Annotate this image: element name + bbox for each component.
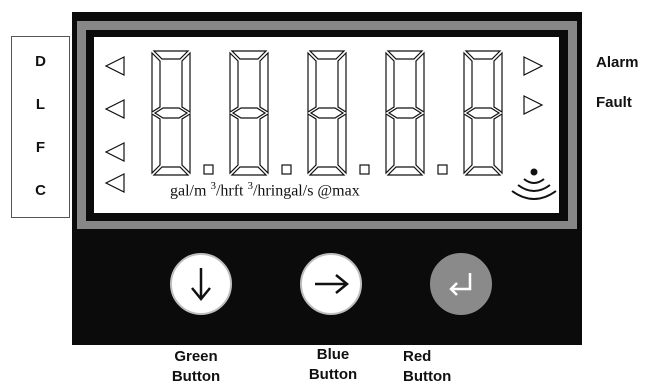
segment-a xyxy=(386,50,424,60)
green-button-label-line2: Button xyxy=(171,368,221,385)
segment-b xyxy=(181,51,191,114)
arrow-down-icon xyxy=(191,268,211,301)
segment-f xyxy=(151,51,161,114)
segment-e xyxy=(463,112,473,175)
segment-b xyxy=(259,51,269,114)
segment-a xyxy=(464,50,502,60)
fault-label: Fault xyxy=(596,94,632,111)
lcd-display xyxy=(94,37,559,213)
indicator-arrow-l-icon xyxy=(104,99,125,119)
segment-b xyxy=(337,51,347,114)
blue-button-label: Blue Button xyxy=(288,345,378,385)
red-button-label: Red Button xyxy=(403,347,493,387)
segment-d xyxy=(152,166,190,176)
blue-button[interactable] xyxy=(300,253,362,315)
segment-a xyxy=(230,50,268,60)
decimal-point xyxy=(203,164,214,175)
green-button[interactable] xyxy=(170,253,232,315)
arrow-right-icon xyxy=(315,274,349,294)
lcd-segments xyxy=(104,50,557,200)
segment-e xyxy=(229,112,239,175)
blue-button-label-line2: Button xyxy=(308,366,358,383)
segment-d xyxy=(308,166,346,176)
red-button-label-line1: Red xyxy=(403,348,432,365)
red-button[interactable] xyxy=(430,253,492,315)
segment-g xyxy=(387,107,423,119)
segment-c xyxy=(181,112,191,175)
alarm-arrow-icon xyxy=(523,56,544,76)
segment-f xyxy=(229,51,239,114)
indicator-label-c: C xyxy=(35,182,46,199)
segment-e xyxy=(307,112,317,175)
segment-c xyxy=(493,112,503,175)
green-button-label-line1: Green xyxy=(174,348,218,365)
segment-b xyxy=(493,51,503,114)
indicator-label-panel: D L F C xyxy=(11,36,70,218)
decimal-point xyxy=(359,164,370,175)
green-button-label: Green Button xyxy=(151,347,241,387)
indicator-arrow-c-icon xyxy=(104,173,125,193)
alarm-label: Alarm xyxy=(596,54,639,71)
enter-icon xyxy=(449,273,472,296)
blue-button-label-line1: Blue xyxy=(316,346,350,363)
segment-f xyxy=(385,51,395,114)
decimal-point xyxy=(437,164,448,175)
indicator-arrow-f-icon xyxy=(104,142,125,162)
units-legend: gal/m 3/hrft 3/hringal/s @max xyxy=(170,180,360,200)
segment-g xyxy=(309,107,345,119)
segment-d xyxy=(230,166,268,176)
segment-e xyxy=(151,112,161,175)
indicator-label-f: F xyxy=(35,139,46,156)
segment-c xyxy=(259,112,269,175)
indicator-label-d: D xyxy=(35,53,46,70)
unit-hrft: /hrft xyxy=(215,182,244,200)
segment-c xyxy=(415,112,425,175)
unit-superscript-1: 3 xyxy=(210,180,216,192)
fault-arrow-icon xyxy=(523,95,544,115)
indicator-label-l: L xyxy=(35,96,46,113)
unit-superscript-2: 3 xyxy=(247,180,253,192)
segment-c xyxy=(337,112,347,175)
segment-f xyxy=(463,51,473,114)
segment-a xyxy=(152,50,190,60)
segment-g xyxy=(231,107,267,119)
segment-d xyxy=(464,166,502,176)
decimal-point xyxy=(281,164,292,175)
segment-d xyxy=(386,166,424,176)
indicator-arrow-d-icon xyxy=(104,56,125,76)
red-button-label-line2: Button xyxy=(403,368,452,385)
unit-gal-m: gal/m xyxy=(170,182,207,200)
segment-g xyxy=(465,107,501,119)
unit-rest: /hringal/s @max xyxy=(252,182,360,200)
segment-b xyxy=(415,51,425,114)
signal-icon xyxy=(511,168,557,200)
segment-e xyxy=(385,112,395,175)
seven-segment-digits xyxy=(151,50,503,176)
segment-a xyxy=(308,50,346,60)
segment-g xyxy=(153,107,189,119)
segment-f xyxy=(307,51,317,114)
